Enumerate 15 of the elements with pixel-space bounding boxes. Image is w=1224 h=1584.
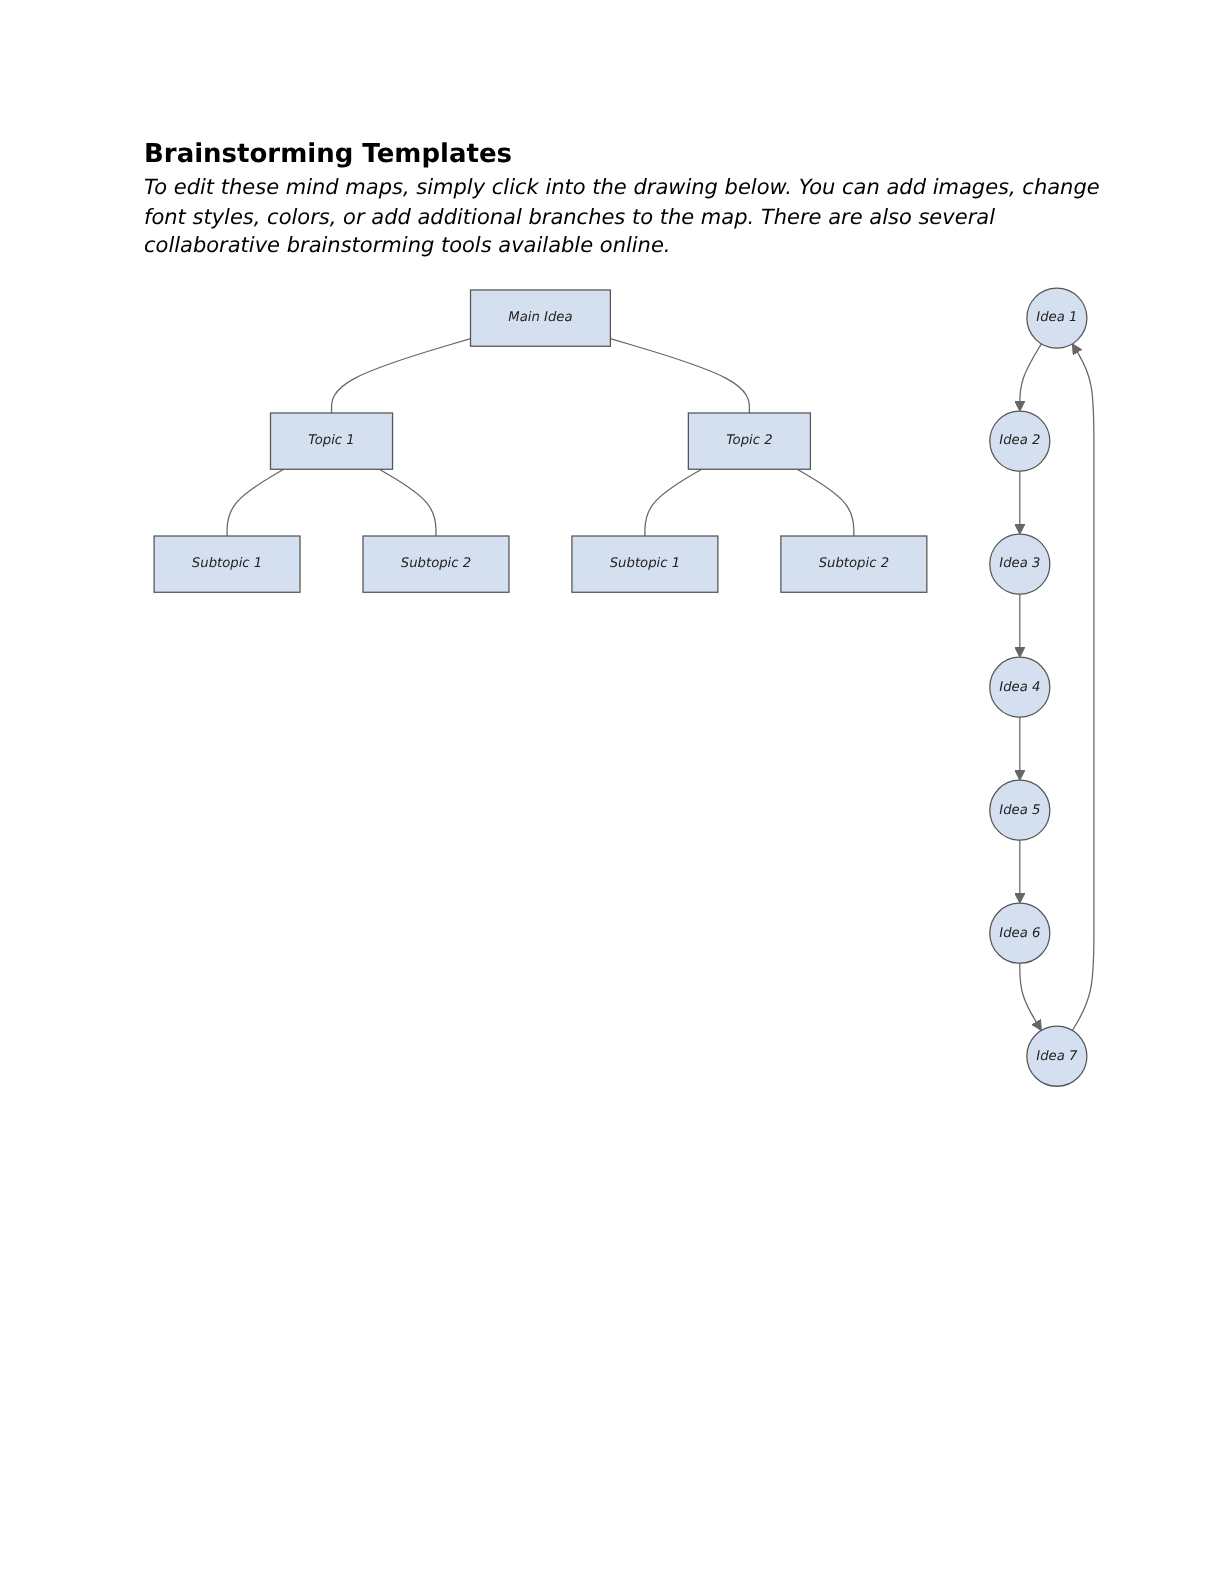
arrow (1014, 839, 1026, 904)
connector (226, 468, 285, 537)
connector (330, 338, 472, 414)
arrow (1071, 343, 1095, 1032)
arrow (1014, 470, 1026, 535)
connector (644, 468, 703, 537)
arrow (1014, 343, 1042, 412)
heading: Brainstorming Templates (144, 140, 514, 170)
connector (609, 338, 750, 414)
arrow (1019, 962, 1042, 1032)
connector (378, 468, 437, 537)
arrow (1014, 593, 1026, 658)
connector (796, 468, 855, 537)
intro-paragraph: To edit these mind maps, simply click into the drawing below. You can add images, change font styles, colors, or add additional branches to the map. There are also several collaborative brainstorming tools available online. (144, 174, 1102, 263)
arrow (1014, 716, 1026, 781)
